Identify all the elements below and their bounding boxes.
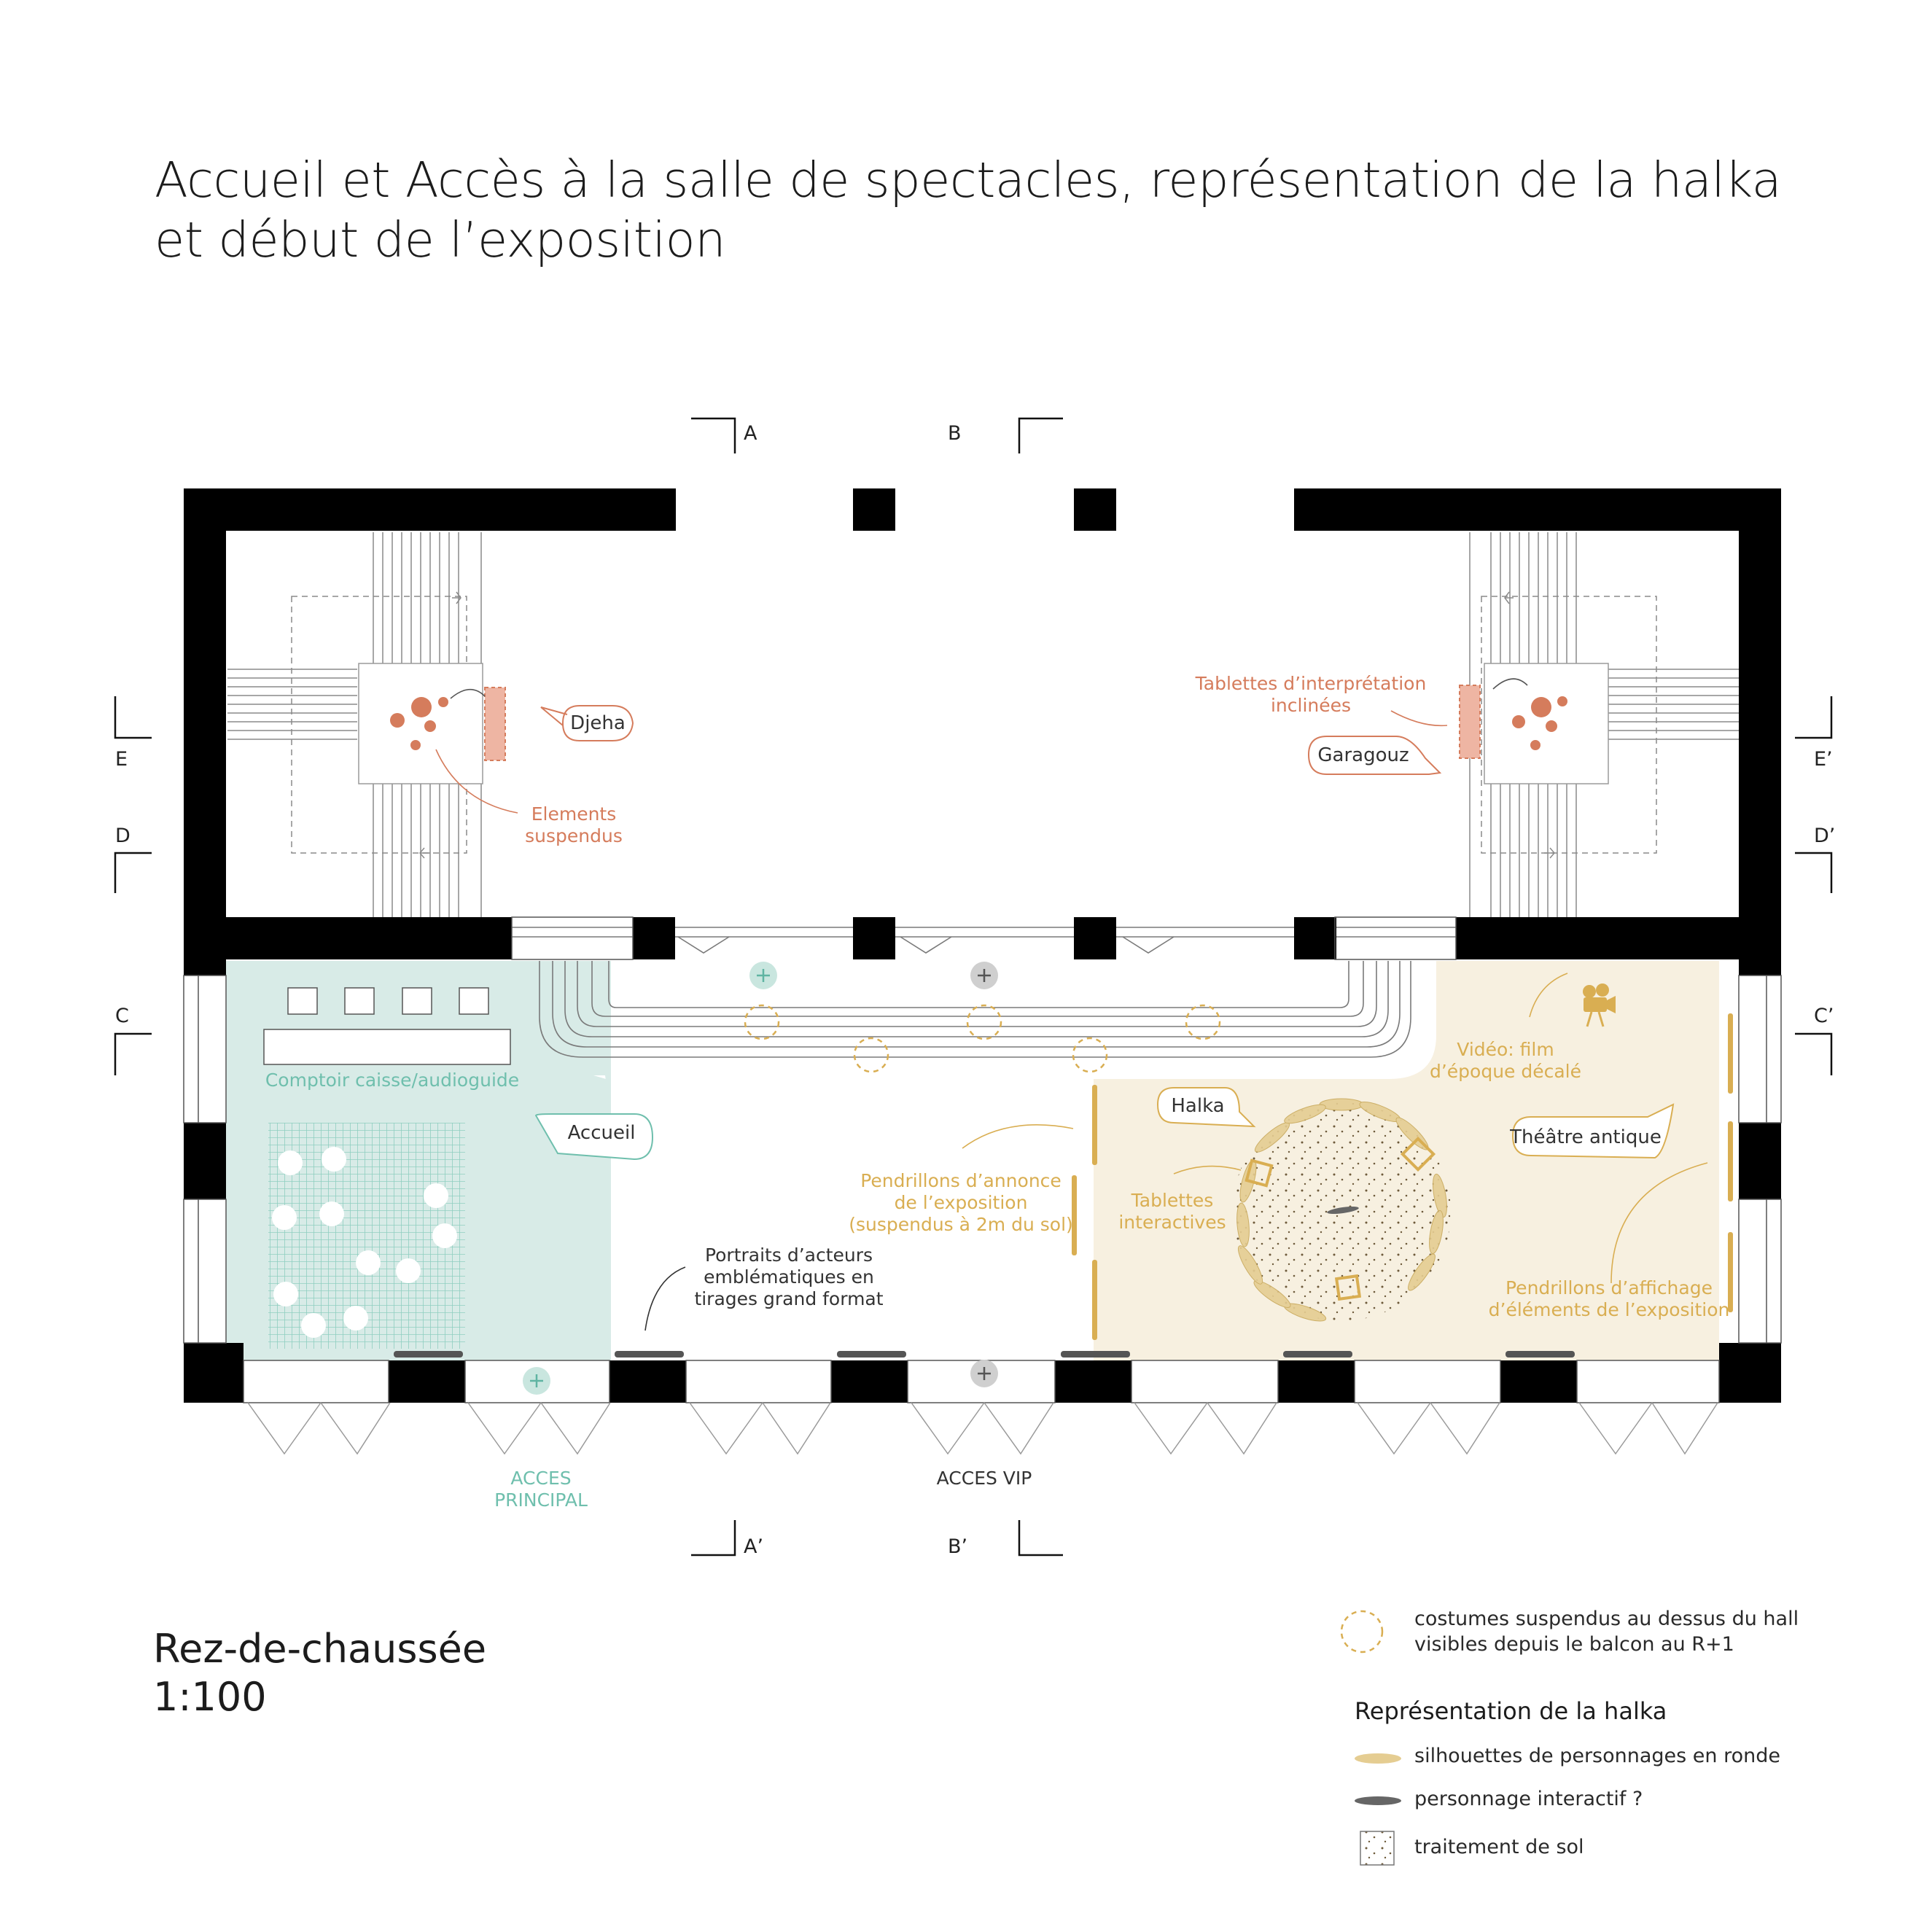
bubble-garagouz-text: Garagouz	[1317, 744, 1409, 766]
legend-interactif: personnage interactif ?	[1414, 1788, 1643, 1810]
film-camera-icon	[1583, 983, 1616, 1027]
title-line-2: et début de l’exposition	[155, 211, 726, 268]
section-a: A	[744, 422, 757, 445]
bubble-halka: Halka	[1156, 1087, 1256, 1128]
comptoir	[263, 987, 511, 1065]
stairs-right	[1469, 532, 1742, 919]
lounge-seats	[272, 1147, 457, 1338]
bubble-garagouz: Garagouz	[1307, 736, 1442, 775]
legend-silhouettes: silhouettes de personnages en ronde	[1414, 1745, 1780, 1767]
label-pendrillons-annonce-2: de l’exposition	[895, 1192, 1028, 1213]
bubble-accueil-text: Accueil	[568, 1122, 636, 1144]
portrait-strips	[394, 1351, 1575, 1358]
label-comptoir: Comptoir caisse/audioguide	[265, 1070, 519, 1091]
label-tablettes-interactives-1: Tablettes	[1131, 1190, 1214, 1211]
label-pendrillons-affichage-2: d’éléments de l’exposition	[1489, 1299, 1730, 1320]
legend-halka-heading: Représentation de la halka	[1355, 1697, 1667, 1725]
halka-circle	[1232, 1098, 1451, 1322]
legend-costumes-2: visibles depuis le balcon au R+1	[1414, 1633, 1734, 1656]
label-portraits-2: emblématiques en	[704, 1266, 874, 1288]
label-elements-1: Elements	[531, 803, 617, 825]
section-markers	[114, 417, 1833, 1557]
section-e: E	[115, 748, 128, 771]
bubble-theatre: Théâtre antique	[1509, 1103, 1675, 1159]
bubble-djeha-text: Djeha	[570, 712, 626, 734]
section-a-prime: A’	[744, 1535, 763, 1558]
section-b-prime: B’	[948, 1535, 967, 1558]
section-e-prime: E’	[1814, 748, 1833, 771]
bubble-theatre-text: Théâtre antique	[1509, 1126, 1662, 1148]
garagouz-elements	[1459, 685, 1567, 759]
legend-sol: traitement de sol	[1414, 1836, 1584, 1858]
djeha-elements	[390, 687, 506, 761]
title-line-1: Accueil et Accès à la salle de spectacle…	[155, 152, 1782, 209]
pendrillons	[1072, 1013, 1733, 1340]
section-d: D	[115, 825, 131, 847]
window-frames	[183, 916, 1782, 1403]
label-elements-2: suspendus	[525, 825, 623, 846]
section-c-prime: C’	[1814, 1005, 1834, 1027]
label-acces-vip: ACCES VIP	[937, 1468, 1032, 1489]
label-pendrillons-annonce-3: (suspendus à 2m du sol)	[849, 1214, 1073, 1235]
section-d-prime: D’	[1814, 825, 1835, 847]
walls	[184, 488, 1781, 1403]
section-c: C	[115, 1005, 129, 1027]
label-tablettes-inclinees-2: inclinées	[1271, 695, 1351, 716]
plus-circle-icon	[523, 962, 998, 1395]
label-tablettes-inclinees-1: Tablettes d’interprétation	[1195, 673, 1427, 694]
bubble-djeha: Djeha	[540, 705, 634, 741]
door-swings	[247, 1402, 1718, 1455]
label-tablettes-interactives-2: interactives	[1118, 1212, 1226, 1233]
legend-costumes-1: costumes suspendus au dessus du hall	[1414, 1608, 1799, 1630]
legend-symbols	[1355, 1753, 1401, 1866]
level-name: Rez-de-chaussée	[153, 1626, 487, 1672]
label-video-2: d’époque décalé	[1430, 1061, 1581, 1082]
bubble-accueil: Accueil	[534, 1113, 654, 1161]
label-pendrillons-annonce-1: Pendrillons d’annonce	[860, 1170, 1062, 1191]
level-scale: 1:100	[153, 1674, 267, 1720]
annotation-arrows	[435, 678, 1708, 1331]
stairs-left	[227, 532, 483, 919]
label-video-1: Vidéo: film	[1457, 1039, 1554, 1060]
label-portraits-3: tirages grand format	[694, 1288, 883, 1309]
label-pendrillons-affichage-1: Pendrillons d’affichage	[1506, 1277, 1713, 1298]
section-b: B	[948, 422, 962, 445]
bubble-halka-text: Halka	[1171, 1095, 1224, 1117]
costume-circles	[744, 1004, 1384, 1654]
label-portraits-1: Portraits d’acteurs	[705, 1244, 873, 1266]
label-acces-principal-2: PRINCIPAL	[494, 1489, 588, 1511]
label-acces-principal-1: ACCES	[510, 1468, 571, 1489]
